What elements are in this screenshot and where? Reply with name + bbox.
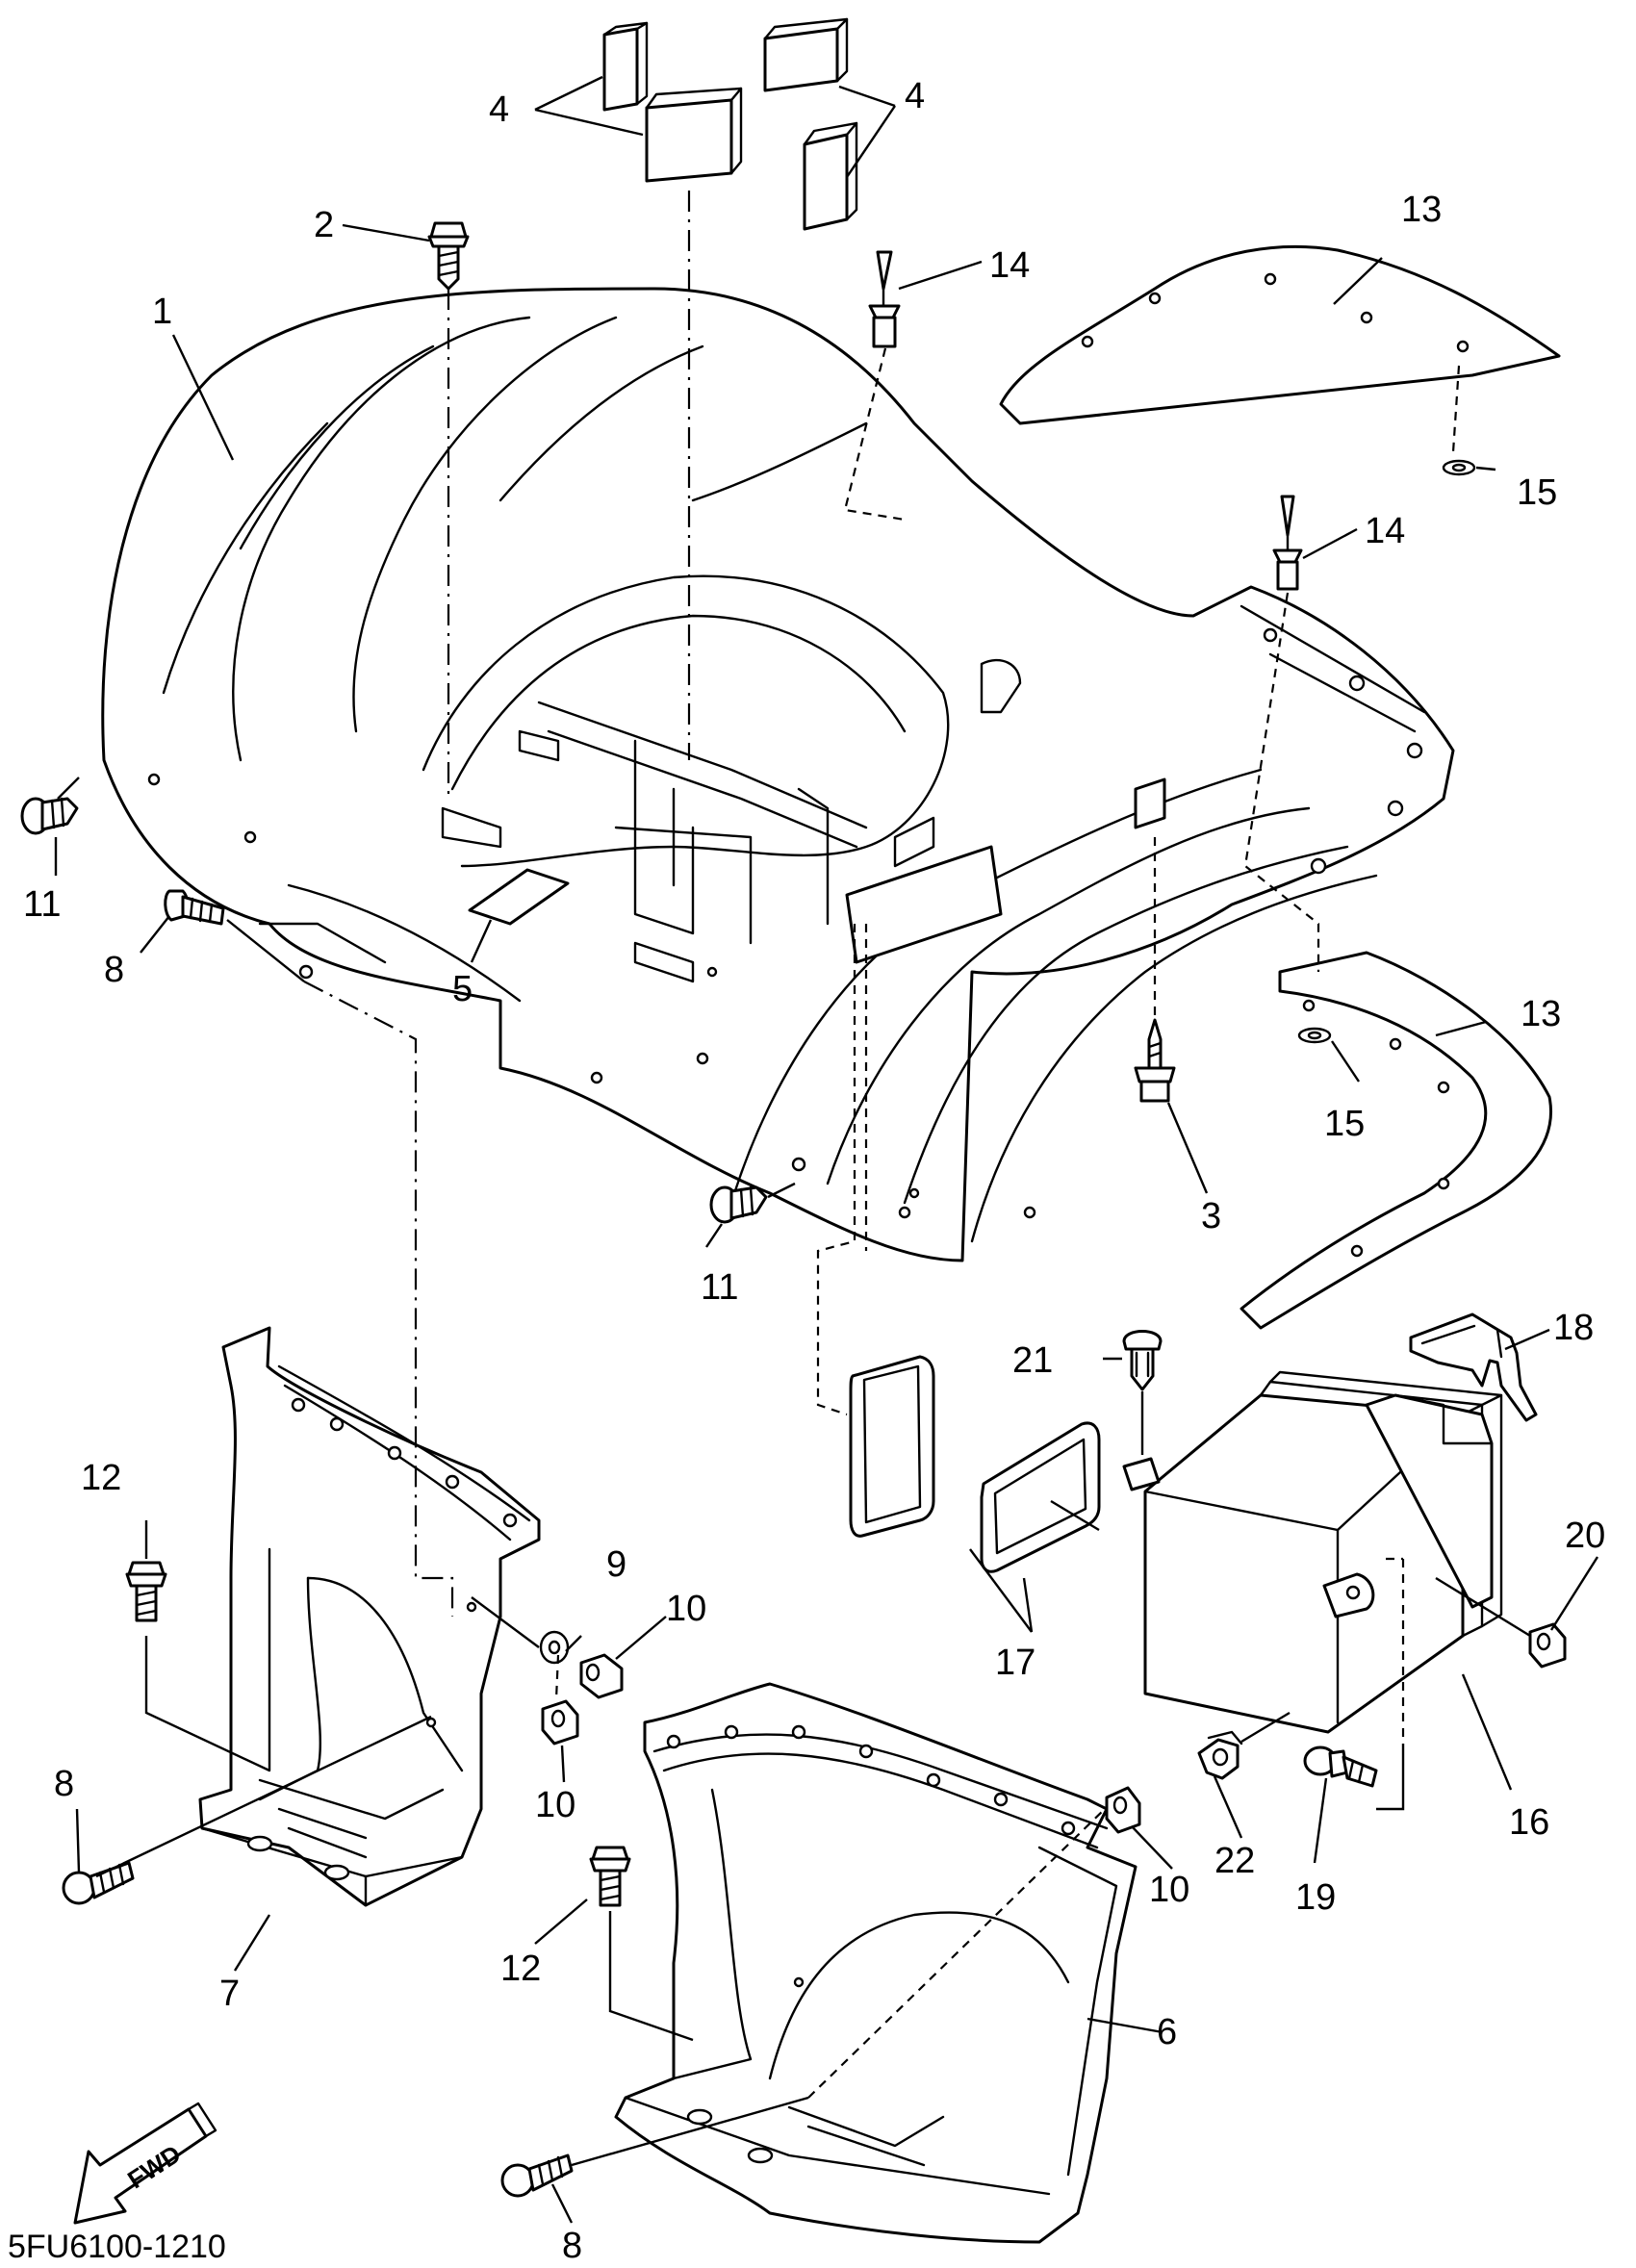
nut-10-a — [579, 1653, 624, 1699]
callout-21: 21 — [1012, 1340, 1053, 1381]
callout-12-left: 12 — [81, 1458, 121, 1498]
callout-17: 17 — [995, 1643, 1035, 1683]
pad-17-left — [849, 1355, 935, 1538]
callout-9: 9 — [606, 1544, 626, 1585]
callout-4-left: 4 — [489, 89, 509, 130]
callout-6: 6 — [1157, 2012, 1177, 2052]
callout-10-a: 10 — [666, 1589, 706, 1629]
callout-13-upper: 13 — [1401, 190, 1442, 230]
rivet-11-center — [709, 1185, 768, 1224]
bolt-8-lower-left — [62, 1861, 135, 1905]
mud-flap-13-upper — [999, 244, 1561, 425]
fwd-arrow-icon: FWD — [73, 2102, 217, 2225]
callout-13-lower: 13 — [1521, 994, 1561, 1034]
callout-3: 3 — [1201, 1196, 1221, 1236]
callout-7: 7 — [219, 1974, 240, 2014]
callout-14-lower: 14 — [1365, 511, 1405, 551]
clip-nut-22 — [1197, 1730, 1243, 1780]
callout-8-lower-center: 8 — [562, 2226, 582, 2266]
nut-10-c — [1105, 1786, 1141, 1834]
bolt-12-center — [589, 1846, 631, 1907]
callout-11-left: 11 — [23, 884, 61, 925]
callout-12-center: 12 — [500, 1949, 541, 1989]
callout-15-upper: 15 — [1517, 472, 1557, 513]
bracket-18 — [1409, 1312, 1538, 1422]
screw-3 — [1134, 1018, 1176, 1103]
pad-4-group-left — [602, 21, 743, 183]
storage-box-16 — [1122, 1370, 1503, 1734]
bolt-12-left — [125, 1561, 167, 1622]
footrest-guard-6 — [614, 1682, 1138, 2244]
washer-15-lower — [1297, 1027, 1332, 1044]
label-plate-5 — [468, 868, 570, 926]
washer-9 — [539, 1630, 570, 1665]
bolt-19 — [1303, 1746, 1378, 1788]
callout-numbers: 1 2 3 4 4 5 6 7 8 8 8 9 10 10 10 11 11 1… — [23, 76, 1605, 2266]
nut-10-b — [541, 1699, 579, 1746]
callout-19: 19 — [1295, 1877, 1336, 1918]
callout-1: 1 — [152, 292, 172, 332]
callout-10-c: 10 — [1149, 1870, 1189, 1910]
bolt-2 — [427, 221, 470, 291]
rivet-14-upper — [868, 250, 901, 348]
diagram-code: 5FU6100-1210 — [8, 2229, 226, 2265]
callout-15-lower: 15 — [1324, 1104, 1365, 1144]
assembly-lines — [57, 191, 1531, 2167]
callout-18: 18 — [1553, 1308, 1594, 1348]
callout-20: 20 — [1565, 1516, 1605, 1556]
callout-8-lower-left: 8 — [54, 1764, 74, 1804]
callout-4-right: 4 — [905, 76, 925, 116]
callout-10-b: 10 — [535, 1785, 575, 1825]
callout-5: 5 — [452, 969, 473, 1009]
pad-4-group-right — [763, 17, 858, 231]
callout-16: 16 — [1509, 1802, 1549, 1843]
bolt-8-upper — [164, 889, 225, 926]
pad-17-right — [980, 1421, 1101, 1573]
callout-14-upper: 14 — [989, 245, 1030, 286]
callout-2: 2 — [314, 205, 334, 245]
rivet-11-left — [20, 797, 79, 835]
callout-11-center: 11 — [701, 1267, 738, 1308]
rear-fender-1 — [101, 287, 1455, 1262]
bolt-8-lower-center — [500, 2153, 574, 2198]
rivet-14-lower — [1272, 495, 1303, 591]
mud-flap-13-lower — [1240, 951, 1552, 1330]
footrest-guard-7 — [198, 1326, 541, 1907]
callout-leaders — [54, 75, 1599, 2224]
washer-15-upper — [1442, 459, 1476, 476]
rivet-21 — [1122, 1330, 1163, 1391]
callout-8-upper: 8 — [104, 950, 124, 990]
nut-20 — [1528, 1622, 1567, 1669]
callout-22: 22 — [1214, 1841, 1255, 1881]
